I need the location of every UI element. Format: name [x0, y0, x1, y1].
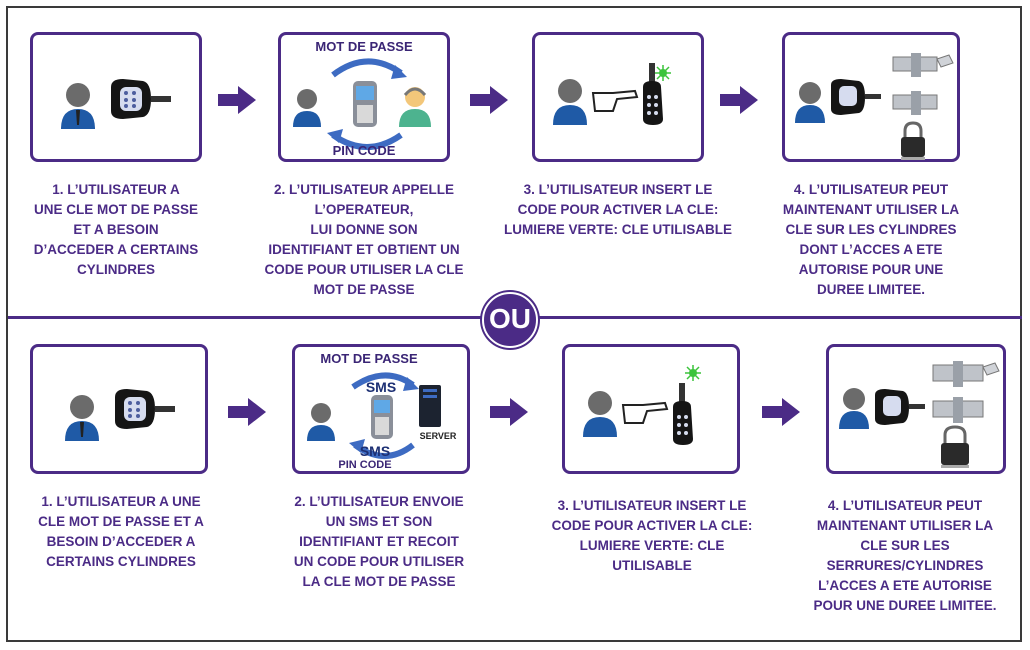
password-key-icon — [831, 79, 881, 115]
user-icon — [553, 79, 587, 125]
user-icon — [65, 395, 99, 441]
green-light-icon — [685, 365, 701, 381]
top-step2-box: MOT DE PASSE PIN CODE — [278, 32, 450, 162]
bottom-step2-caption: 2. L’UTILISATEUR ENVOIE UN SMS ET SON ID… — [293, 494, 465, 589]
top-step1-caption: 1. L’UTILISATEUR A UNE CLE MOT DE PASSE … — [33, 182, 199, 277]
user-icon — [583, 391, 617, 437]
user-icon — [839, 388, 869, 429]
user-icon — [307, 403, 335, 441]
bottom-step1-box — [30, 344, 208, 474]
server-label: SERVER — [419, 431, 457, 441]
password-key-icon — [111, 79, 171, 119]
pin-code-label: PIN CODE — [338, 459, 392, 471]
bottom-step3-box — [562, 344, 740, 474]
green-light-icon — [655, 65, 671, 81]
bottom-step4-box — [826, 344, 1006, 474]
user-icon — [293, 89, 321, 127]
server-icon — [419, 385, 441, 427]
cylinder-lock-icon — [932, 397, 984, 423]
password-key-icon — [643, 63, 663, 125]
padlock-icon — [941, 425, 969, 468]
user-icon — [795, 82, 825, 123]
sms-label: SMS — [365, 379, 397, 395]
pointing-hand-icon — [621, 401, 669, 424]
cylinder-lock-icon — [892, 91, 938, 115]
user-icon — [61, 83, 95, 129]
top-step2-caption: 2. L’UTILISATEUR APPELLE L’OPERATEUR, LU… — [264, 182, 464, 297]
bottom-step1-caption: 1. L’UTILISATEUR A UNE CLE MOT DE PASSE … — [38, 494, 204, 569]
password-key-icon — [115, 389, 175, 429]
top-step4-box — [782, 32, 960, 162]
cylinder-lock-icon — [892, 53, 954, 77]
pin-code-label: PIN CODE — [332, 143, 396, 158]
bottom-step3-caption: 3. L’UTILISATEUR INSERT LE CODE POUR ACT… — [551, 498, 753, 573]
or-separator-badge: OU — [482, 292, 538, 348]
password-label: MOT DE PASSE — [320, 351, 418, 366]
mobile-phone-icon — [371, 395, 393, 439]
password-label: MOT DE PASSE — [315, 39, 413, 54]
password-key-icon — [875, 389, 925, 425]
padlock-icon — [901, 121, 925, 160]
pointing-hand-icon — [591, 89, 639, 112]
sms-label: SMS — [359, 443, 391, 459]
operator-icon — [399, 87, 431, 127]
bottom-step2-box: MOT DE PASSE SMS SMS SERVER PIN CODE — [292, 344, 470, 474]
password-key-icon — [673, 383, 693, 445]
top-step3-box — [532, 32, 704, 162]
top-step3-caption: 3. L’UTILISATEUR INSERT LE CODE POUR ACT… — [503, 182, 732, 237]
top-step1-box — [30, 32, 202, 162]
top-step4-caption: 4. L’UTILISATEUR PEUT MAINTENANT UTILISE… — [782, 182, 960, 297]
bottom-step4-caption: 4. L’UTILISATEUR PEUT MAINTENANT UTILISE… — [813, 498, 997, 613]
cylinder-lock-icon — [932, 361, 1000, 387]
mobile-phone-icon — [353, 81, 377, 127]
